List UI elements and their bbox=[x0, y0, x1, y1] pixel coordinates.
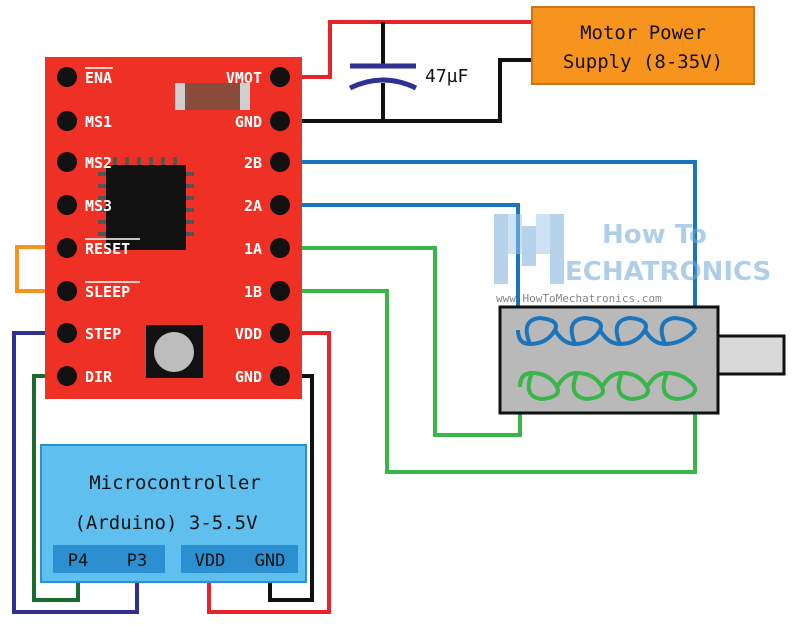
sense-resistor-cap-right bbox=[240, 83, 250, 110]
capacitor-plate-bottom bbox=[348, 77, 418, 91]
wire-reset-sleep bbox=[15, 245, 65, 293]
wire-vdd bbox=[207, 331, 331, 614]
wire-dir bbox=[32, 374, 80, 602]
potentiometer-knob[interactable] bbox=[154, 332, 194, 372]
pin-label-ms1: MS1 bbox=[85, 113, 112, 131]
pin-label-1a: 1A bbox=[244, 240, 262, 258]
wire-1a bbox=[285, 246, 522, 437]
wire-logic-gnd bbox=[268, 374, 314, 602]
pin-label-sleep: SLEEP bbox=[85, 283, 130, 301]
pin-label-2a: 2A bbox=[244, 197, 262, 215]
psu-label-line2: Supply (8-35V) bbox=[563, 51, 723, 73]
wire-2a bbox=[285, 203, 520, 330]
pin-label-gnd-motor: GND bbox=[235, 113, 262, 131]
capacitor-label: 47µF bbox=[425, 66, 468, 87]
pin-label-vmot: VMOT bbox=[226, 69, 262, 87]
wire-1b bbox=[285, 289, 697, 474]
watermark-line1: How To bbox=[602, 220, 707, 250]
coil-a-loops bbox=[526, 372, 698, 402]
right-pin-holes bbox=[270, 67, 290, 386]
mcu-pin-gnd: GND bbox=[255, 551, 286, 571]
watermark-url: www.HowToMechatronics.com bbox=[496, 292, 662, 305]
sense-resistor-cap-left bbox=[175, 83, 185, 110]
psu-label-line1: Motor Power bbox=[580, 22, 706, 44]
mcu-label-line2: (Arduino) 3-5.5V bbox=[74, 512, 257, 534]
pin-label-1b: 1B bbox=[244, 283, 262, 301]
pin-label-reset: RESET bbox=[85, 240, 130, 258]
pin-label-2b: 2B bbox=[244, 154, 262, 172]
mcu-pin-vdd: VDD bbox=[195, 551, 226, 571]
pin-label-ena: ENA bbox=[85, 69, 112, 87]
mcu-label-line1: Microcontroller bbox=[89, 472, 261, 494]
wire-vmot bbox=[285, 20, 535, 79]
wire-step bbox=[12, 331, 139, 614]
watermark-logo bbox=[494, 214, 564, 284]
left-pin-holes bbox=[57, 67, 77, 386]
wire-motor-gnd bbox=[285, 58, 535, 123]
motor-power-supply bbox=[531, 6, 755, 85]
pin-label-ms2: MS2 bbox=[85, 154, 112, 172]
wire-2b bbox=[285, 160, 697, 330]
pin-label-step: STEP bbox=[85, 325, 121, 343]
mcu-pin-p3: P3 bbox=[127, 551, 147, 571]
mcu-pinbar-left bbox=[53, 545, 165, 573]
mcu-pinbar-right bbox=[181, 545, 298, 573]
watermark-line2: ECHATRONICS bbox=[565, 257, 771, 287]
driver-chip bbox=[98, 157, 194, 250]
sense-resistor bbox=[175, 83, 250, 110]
pin-label-vdd: VDD bbox=[235, 325, 262, 343]
coil-b-loops bbox=[524, 315, 697, 345]
pin-label-gnd-logic: GND bbox=[235, 368, 262, 386]
pin-label-ms3: MS3 bbox=[85, 197, 112, 215]
motor-shaft bbox=[716, 334, 786, 376]
pin-label-dir: DIR bbox=[85, 368, 113, 386]
motor-body bbox=[498, 305, 720, 415]
mcu-pin-p4: P4 bbox=[68, 551, 88, 571]
